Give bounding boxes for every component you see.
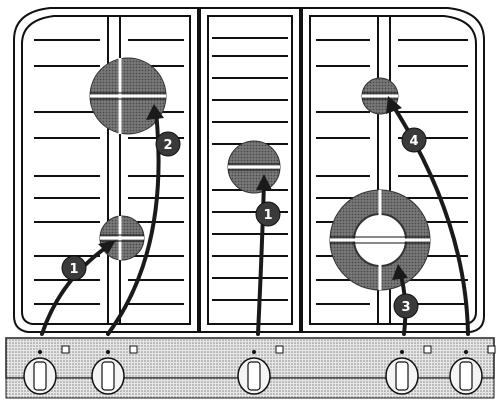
callout-label: 1 <box>69 262 78 277</box>
arrowhead-right-front <box>392 264 408 280</box>
callout-label: 2 <box>163 138 172 153</box>
knob-icon <box>385 345 432 395</box>
callout-burner-left-front: 1 <box>61 255 87 281</box>
callout-burner-center: 1 <box>255 201 281 227</box>
callout-label: 4 <box>409 134 418 149</box>
center-grate <box>199 7 301 333</box>
knob-icon <box>91 345 138 395</box>
callout-burner-left-rear: 2 <box>155 131 181 157</box>
indicator-dot-icon <box>38 350 42 354</box>
callout-badges: 1 2 1 3 4 <box>61 127 427 319</box>
knob-icon <box>449 345 496 395</box>
arrow-left-front <box>40 244 110 336</box>
indicator-dot-icon <box>464 350 468 354</box>
arrow-center <box>256 180 266 336</box>
indicator-dot-icon <box>400 350 404 354</box>
left-grate-outer <box>13 7 199 333</box>
callout-burner-right-rear: 4 <box>401 127 427 153</box>
knob-icon <box>23 345 70 395</box>
arrowhead-center <box>256 174 272 190</box>
arrowhead-left-front <box>98 240 116 254</box>
indicator-dot-icon <box>252 350 256 354</box>
arrowhead-left-rear <box>146 104 164 120</box>
arrowheads <box>98 96 408 280</box>
knobs <box>23 345 496 395</box>
right-grate-outer <box>301 7 485 333</box>
burner-crossbars <box>90 58 430 290</box>
arrowhead-right-rear <box>386 96 402 114</box>
left-grate <box>13 7 199 333</box>
callout-label: 1 <box>263 208 272 223</box>
center-grate-outer <box>199 7 301 333</box>
knob-icon <box>237 345 284 395</box>
callout-burner-right-front: 3 <box>393 293 419 319</box>
callout-label: 3 <box>401 300 410 315</box>
burner-crossbars-edge <box>90 92 430 244</box>
left-grate-inner <box>21 15 191 325</box>
center-grate-inner <box>207 15 293 325</box>
indicator-dot-icon <box>106 350 110 354</box>
